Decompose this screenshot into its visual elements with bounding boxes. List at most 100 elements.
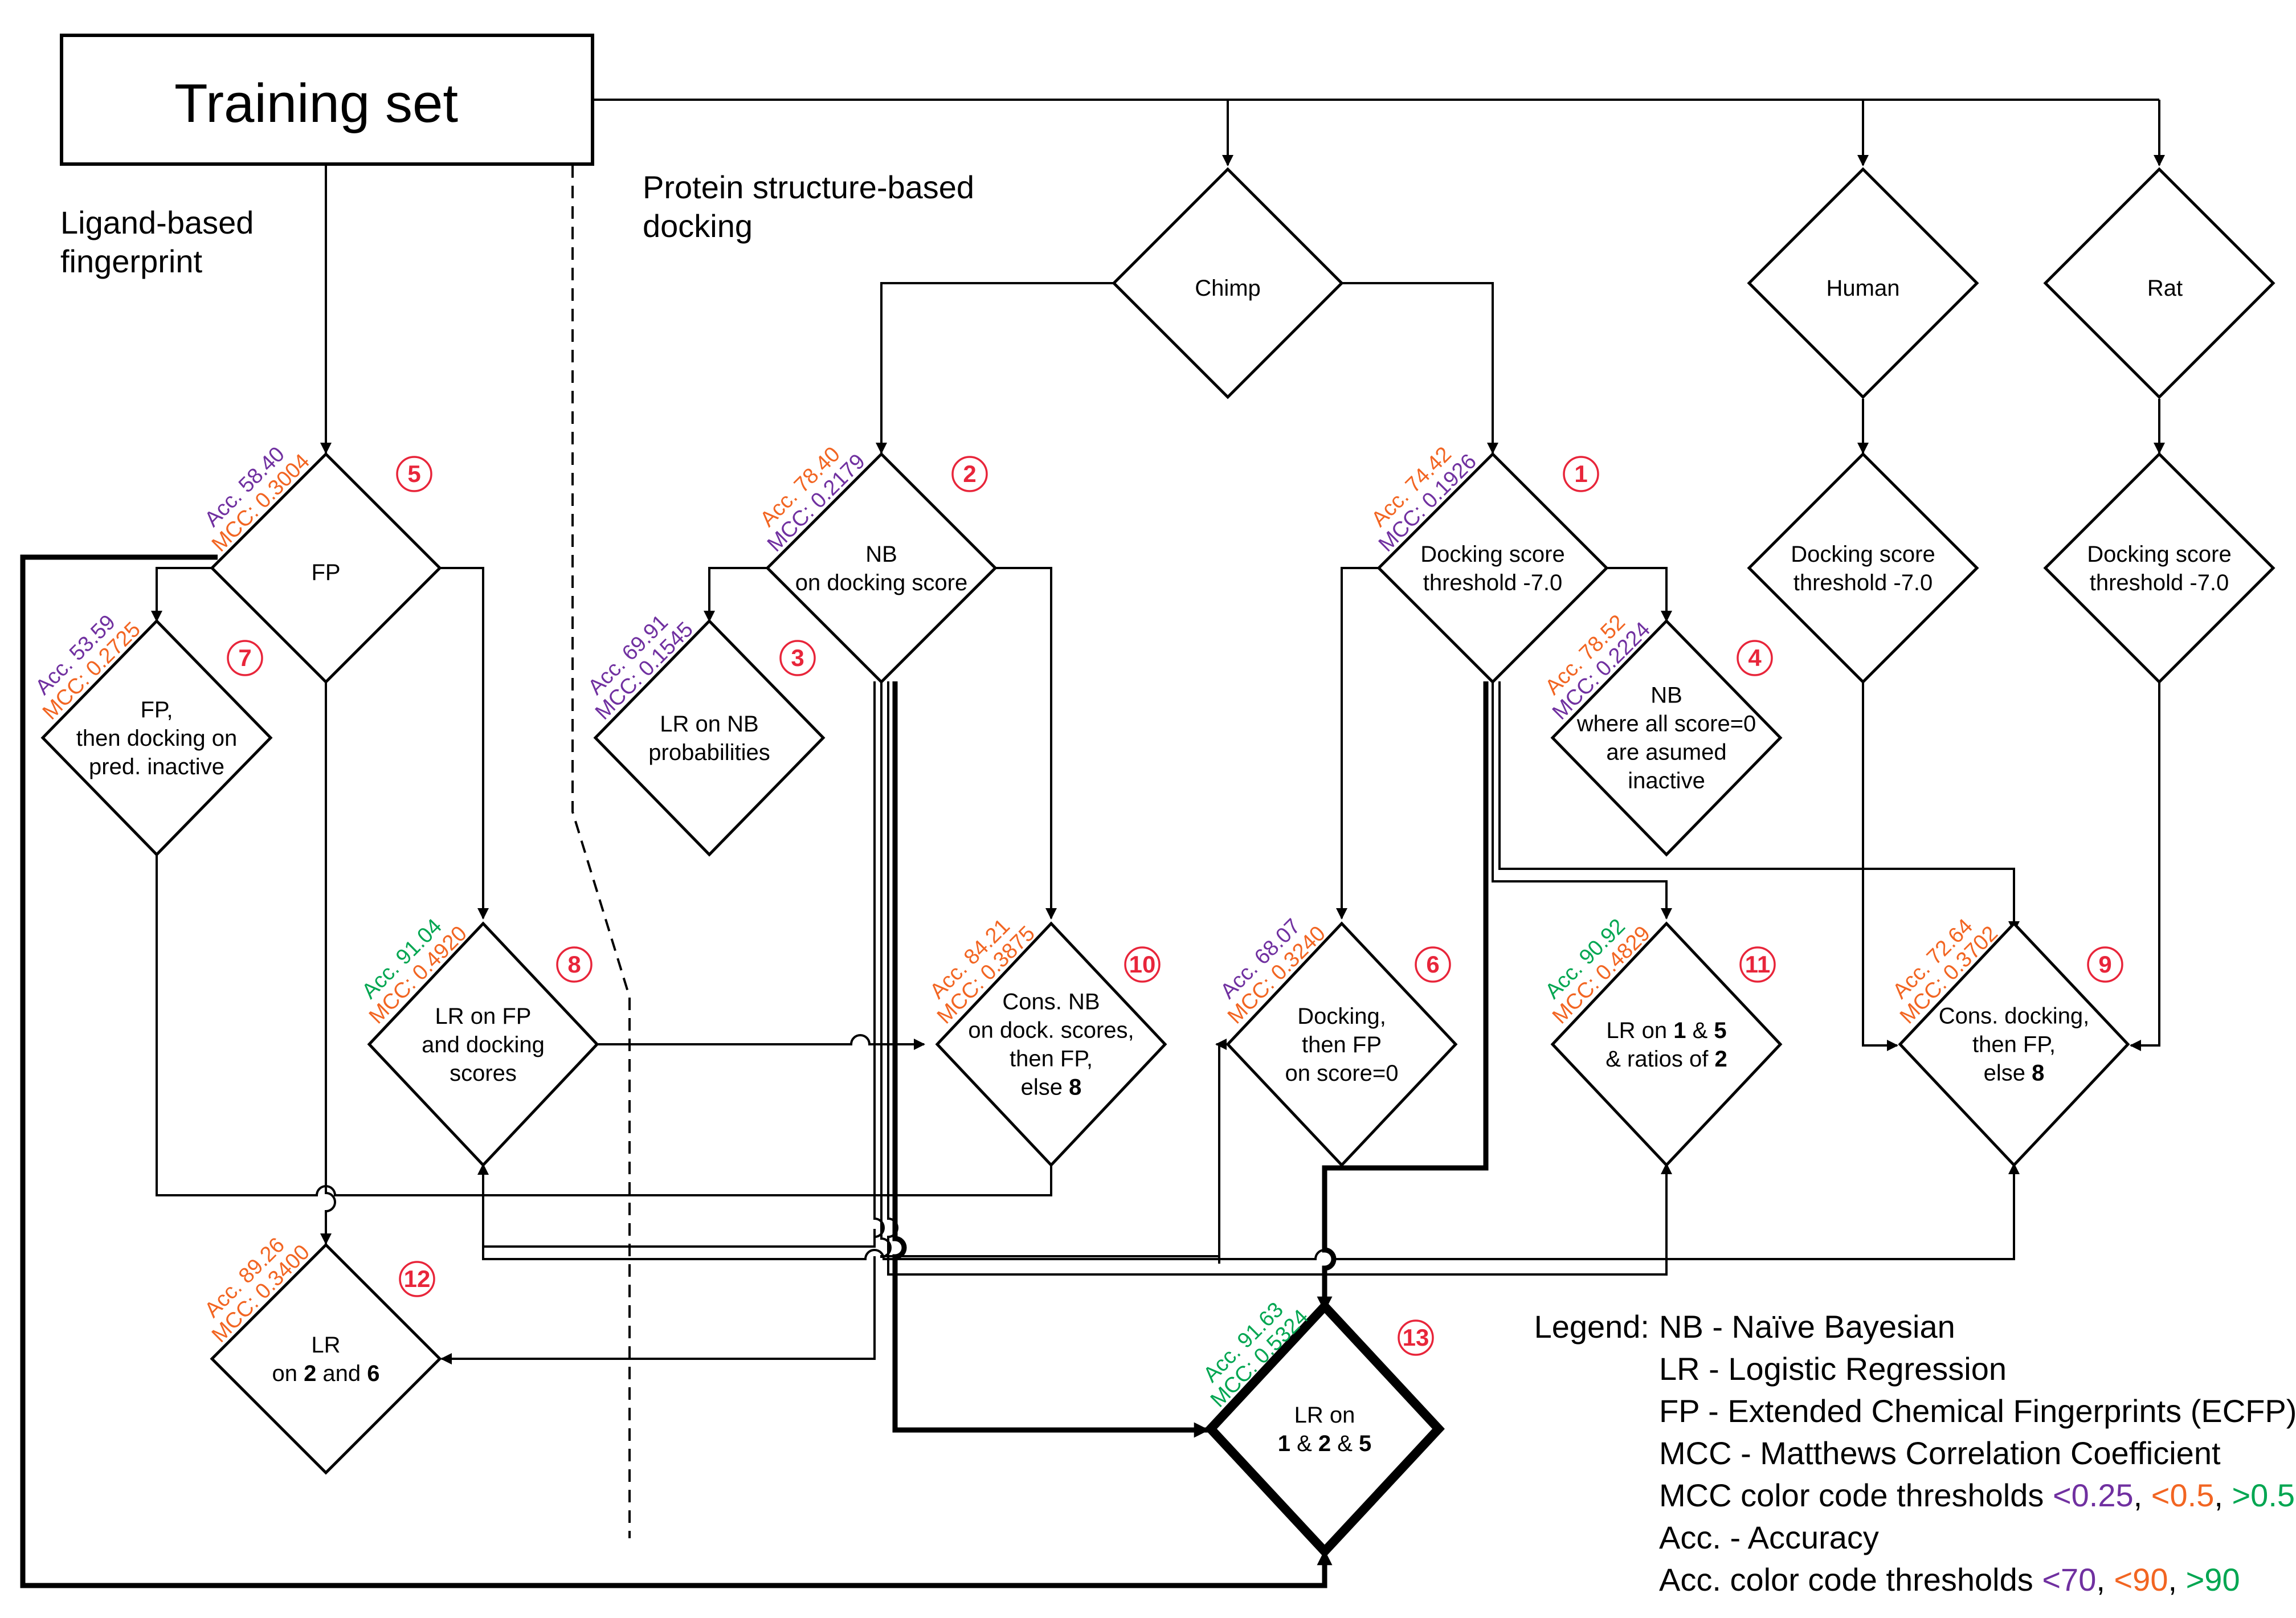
edge-rat-to-9 [2130,681,2160,1051]
edge-2-to-6 [880,681,1227,1259]
n10-number: 10 [1129,951,1156,978]
edge-7-to-10 [156,855,1057,1196]
n8-node [367,921,599,1167]
training-set-box [60,34,594,166]
n11-number-badge: 11 [1739,946,1776,983]
legend: Legend: NB - Naïve Bayesian LR - Logisti… [1534,1309,2296,1597]
legend-item-mcc: MCC - Matthews Correlation Coefficient [1659,1435,2221,1471]
edge-fp-to-12 [320,681,336,1245]
section-divider [571,165,631,1538]
edge-2-to-13 [892,681,1210,1438]
edge-chimp-to-1 [1342,282,1498,454]
n3-number-badge: 3 [779,640,816,676]
edge-fp-to-7 [151,567,218,622]
n1-number-badge: 1 [1563,456,1599,492]
n7-node [40,619,273,857]
n6-number-badge: 6 [1415,946,1451,983]
n6-node [1225,921,1458,1167]
n11-node [1550,921,1783,1167]
legend-item-fp: FP - Extended Chemical Fingerprints (ECF… [1659,1393,2296,1429]
edge-1-to-6 [1336,567,1379,920]
legend-item-acc: Acc. - Accuracy [1659,1519,1879,1555]
n2-number: 2 [963,460,976,487]
edge-8-to-9 [482,1163,2020,1260]
chimp-decision [1112,167,1344,399]
n4-node [1550,619,1783,857]
fp-node [210,452,442,684]
chimp-label: Chimp [1195,276,1261,301]
n4-number: 4 [1748,644,1762,671]
protein-section-label: Protein structure-based docking [643,169,983,244]
n2-number-badge: 2 [951,456,988,492]
fp-number: 5 [407,460,420,487]
n9-number: 9 [2098,951,2111,978]
legend-item-lr: LR - Logistic Regression [1659,1351,2007,1387]
n9-label: Cons. docking,then FP,else 8 [1939,1003,2090,1085]
edge-chimp-to-2 [876,282,1114,454]
human-docking-node [1747,452,1979,684]
n3-node [593,619,826,857]
training-set-title: Training set [174,73,458,134]
rat-label: Rat [2147,276,2183,301]
rat-docking-node [2043,452,2275,684]
edge-2-to-12 [440,1256,876,1364]
n10-number-badge: 10 [1124,946,1161,983]
ligand-section-label: Ligand-based fingerprint [60,205,263,279]
n13-number-badge: 13 [1398,1319,1434,1356]
n1-node [1376,452,1609,684]
human-decision [1747,167,1979,399]
n9-number-badge: 9 [2087,946,2123,983]
legend-mcc-thresholds: MCC color code thresholds <0.25, <0.5, >… [1659,1477,2295,1513]
edge-2-to-10 [995,567,1057,920]
edge-1-to-9 [1498,681,2020,933]
n12-node [210,1243,442,1475]
n8-number: 8 [567,951,581,978]
edge-fp-to-13 [20,554,1333,1588]
edge-human-to-9 [1862,681,1898,1051]
edge-8-to-10 [598,1034,925,1050]
fp-label: FP [311,560,340,585]
n12-number: 12 [404,1265,431,1292]
n1-number: 1 [1574,460,1587,487]
n7-number: 7 [238,644,251,671]
n10-node [935,921,1167,1167]
legend-item-nb: NB - Naïve Bayesian [1659,1309,1955,1345]
legend-title: Legend: [1534,1309,1649,1345]
n3-number: 3 [791,644,804,671]
n7-number-badge: 7 [227,640,263,676]
edge-2-to-8 [477,681,885,1248]
n9-node [1898,921,2130,1167]
n11-number: 11 [1745,951,1770,978]
edge-1-to-4 [1607,567,1672,622]
n4-number-badge: 4 [1737,640,1773,676]
n8-number-badge: 8 [556,946,593,983]
connector-lines [20,99,2165,1588]
rat-decision [2043,167,2275,399]
n13-node [1204,1300,1445,1558]
n2-node [765,452,998,684]
edge-1-to-13 [1317,681,1489,1312]
edge-1-to-11 [1492,681,1672,920]
edge-2-to-3 [704,567,767,622]
n13-number: 13 [1403,1324,1429,1351]
fp-number-badge: 5 [396,456,432,492]
human-label: Human [1827,276,1900,301]
legend-acc-thresholds: Acc. color code thresholds <70, <90, >90 [1659,1562,2240,1597]
n12-number-badge: 12 [399,1261,435,1297]
n6-number: 6 [1426,951,1439,978]
edge-fp-to-8 [440,567,489,920]
